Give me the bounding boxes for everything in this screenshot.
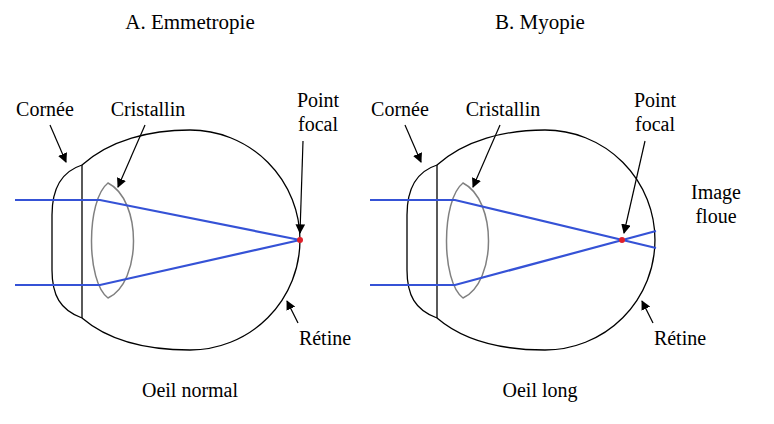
- normal-eye: [15, 125, 303, 350]
- cornea: [52, 165, 82, 318]
- part-label: Rétine: [640, 326, 720, 350]
- part-label: Image floue: [681, 180, 751, 228]
- leader-arrow: [405, 125, 421, 162]
- cornea-base: [436, 165, 437, 318]
- leader-arrow: [287, 301, 298, 323]
- light-ray: [370, 200, 656, 248]
- panel-caption: Oeil normal: [100, 378, 280, 402]
- focal-point: [297, 237, 303, 243]
- eyeball-outline: [437, 130, 655, 350]
- eyeball-outline: [82, 130, 300, 350]
- cornea-base: [81, 165, 82, 318]
- cornea: [407, 165, 437, 318]
- part-label: Point focal: [625, 88, 685, 136]
- leader-arrow: [300, 141, 303, 233]
- part-label: Cornée: [5, 97, 85, 121]
- leader-arrow: [50, 125, 66, 162]
- leader-arrow: [118, 125, 145, 187]
- light-ray: [370, 231, 656, 285]
- part-label: Cornée: [360, 97, 440, 121]
- part-label: Cristallin: [453, 97, 553, 121]
- leader-arrow: [624, 141, 645, 233]
- leader-arrow: [642, 301, 653, 323]
- panel-title: B. Myopie: [430, 10, 650, 34]
- panel-title: A. Emmetropie: [80, 10, 300, 34]
- part-label: Point focal: [288, 88, 348, 136]
- light-ray: [15, 200, 300, 240]
- panel-caption: Oeil long: [450, 378, 630, 402]
- leader-arrow: [473, 125, 500, 187]
- light-ray: [15, 240, 300, 285]
- part-label: Cristallin: [98, 97, 198, 121]
- part-label: Rétine: [285, 326, 365, 350]
- focal-point: [619, 237, 625, 243]
